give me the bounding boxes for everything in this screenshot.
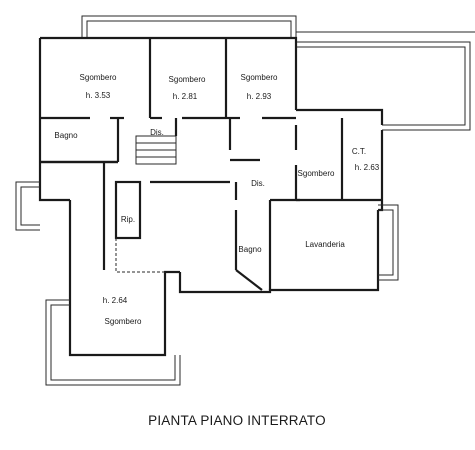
outer-walls [38, 36, 384, 357]
room-bagno-2-name: Bagno [238, 245, 262, 254]
room-sgombero-5-height: h. 2.64 [103, 296, 128, 305]
right-balcony [378, 204, 399, 281]
room-sgombero-2-height: h. 2.81 [173, 92, 198, 101]
right-external-strip [296, 31, 475, 131]
room-sgombero-3-name: Sgombero [241, 73, 278, 82]
room-sgombero-3-height: h. 2.93 [247, 92, 272, 101]
room-dis-2-name: Dis. [251, 179, 265, 188]
room-ct-height: h. 2.63 [355, 163, 380, 172]
room-sgombero-5-name: Sgombero [105, 317, 142, 326]
room-rip-name: Rip. [121, 215, 135, 224]
bottom-balcony [45, 299, 181, 386]
room-bagno-1-name: Bagno [54, 131, 78, 140]
interior-walls [40, 38, 382, 291]
room-sgombero-1-height: h. 3.53 [86, 91, 111, 100]
top-balcony [81, 15, 297, 38]
room-dis-1-name: Dis. [150, 128, 164, 137]
left-balcony [15, 181, 40, 231]
plan-title: PIANTA PIANO INTERRATO [148, 413, 326, 428]
room-ct-name: C.T. [352, 147, 366, 156]
room-sgombero-4-name: Sgombero [298, 169, 335, 178]
room-sgombero-1-name: Sgombero [80, 73, 117, 82]
room-lavanderia-name: Lavanderia [305, 240, 345, 249]
room-labels: Sgombero h. 3.53 Sgombero h. 2.81 Sgombe… [54, 73, 379, 326]
room-sgombero-2-name: Sgombero [169, 75, 206, 84]
